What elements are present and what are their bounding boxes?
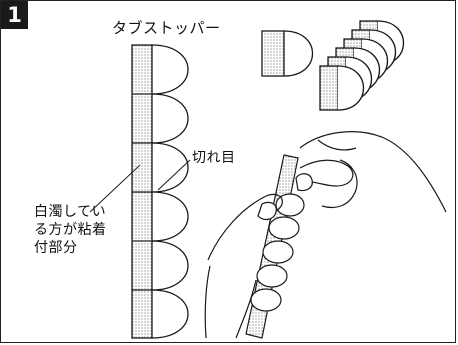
tab-strip: [131, 44, 189, 339]
adhesive-part-label: 白濁してい る方が粘着 付部分: [34, 203, 124, 257]
tab-3: [151, 142, 189, 193]
stacked-tabs: [319, 20, 404, 111]
tab-1: [151, 44, 189, 95]
adhesive-label-line-1: 白濁してい: [34, 204, 107, 220]
adhesive-label-line-3: 付部分: [34, 240, 78, 256]
single-tab: [261, 30, 313, 77]
hands-peeling-strip: [204, 131, 447, 339]
tab-2: [151, 93, 189, 144]
tab-4: [151, 191, 189, 242]
cut-leader-line: [157, 159, 191, 191]
tab-5: [151, 240, 189, 291]
adhesive-leader-line: [89, 164, 141, 213]
cut-line-label: 切れ目: [192, 150, 236, 166]
tab-6: [151, 289, 189, 339]
step-number-badge: 1: [1, 1, 28, 29]
title-label: タブストッパー: [112, 19, 221, 37]
adhesive-label-line-2: る方が粘着: [34, 222, 107, 238]
